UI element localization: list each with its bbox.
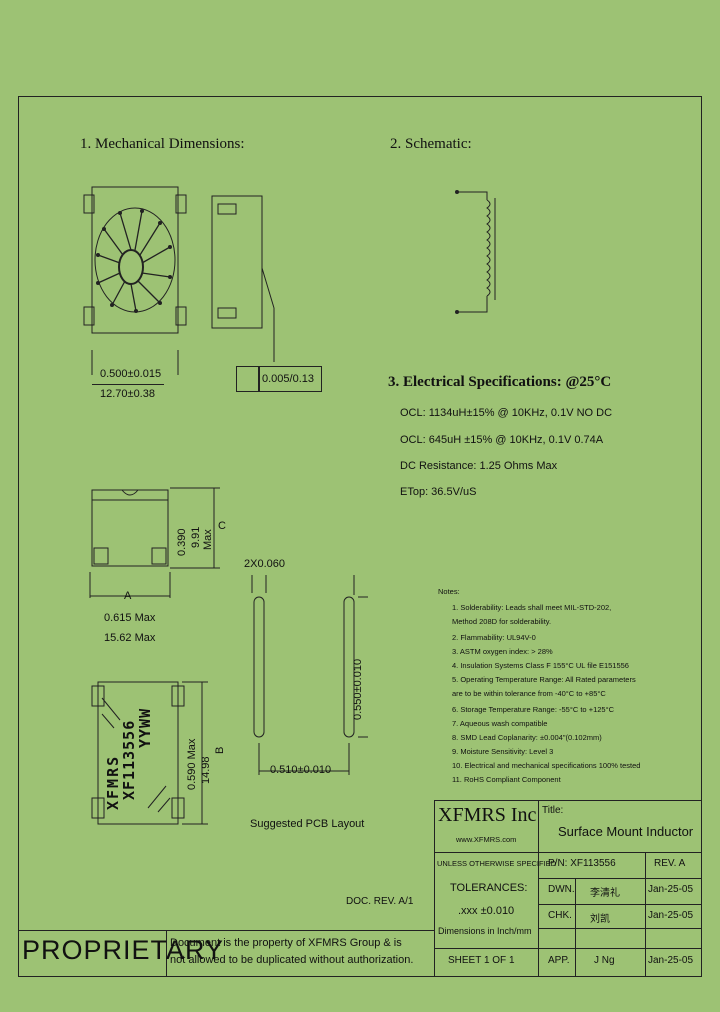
note-item: 9. Moisture Sensitivity: Level 3 — [452, 747, 554, 756]
top-height-mm: 14.98 — [200, 756, 212, 784]
proprietary-notice-line-2: not allowed to be duplicated without aut… — [170, 954, 414, 966]
pcb-pad-width: 2X0.060 — [244, 558, 285, 570]
tolerance-heading: UNLESS OTHERWISE SPECIFIED — [437, 859, 557, 868]
title-block-col-line — [575, 878, 576, 976]
note-item: 7. Aqueous wash compatible — [452, 719, 548, 728]
side-height-inch: 0.390 — [176, 528, 188, 556]
dimensions-units: Dimensions in Inch/mm — [438, 926, 532, 936]
frame-left-border — [18, 96, 19, 976]
pcb-pad-length: 0.550±0.010 — [352, 658, 364, 720]
side-height-mm: 9.91 — [190, 526, 202, 548]
spec-dc-resistance: DC Resistance: 1.25 Ohms Max — [400, 460, 558, 472]
drawn-date: Jan-25-05 — [648, 884, 694, 895]
marking-date-code: YYWW — [136, 707, 154, 748]
title-label: Title: — [542, 805, 564, 816]
pcb-layout-drawing — [251, 575, 368, 775]
top-height-letter: B — [214, 746, 226, 754]
drawing-title: Surface Mount Inductor — [558, 824, 694, 839]
width-inch-label: 0.500±0.015 — [100, 368, 162, 380]
proprietary-top-line — [18, 930, 434, 931]
tolerances-label: TOLERANCES: — [450, 882, 528, 894]
approved-by: J Ng — [594, 955, 615, 966]
note-item: Method 208D for solderability. — [452, 617, 552, 626]
notes-heading: Notes: — [438, 587, 460, 596]
top-height-inch: 0.590 Max — [186, 738, 198, 790]
checked-by-signature: 刘凯 — [590, 914, 610, 925]
tolerance-value: .xxx ±0.010 — [458, 905, 515, 917]
front-width-letter: A — [124, 590, 132, 602]
flatness-value-box — [258, 366, 322, 392]
title-block-col-line — [645, 852, 646, 976]
front-width-inch: 0.615 Max — [104, 612, 156, 624]
schematic-drawing — [455, 190, 496, 314]
sheet-number: SHEET 1 OF 1 — [448, 955, 515, 966]
flatness-value: 0.005/0.13 — [262, 373, 314, 385]
frame-bottom-border — [18, 976, 702, 977]
spec-etop: ETop: 36.5V/uS — [400, 486, 477, 498]
note-item: 8. SMD Lead Coplanarity: ±0.004"(0.102mm… — [452, 733, 602, 742]
title-block-row-line — [538, 878, 701, 879]
note-item: 2. Flammability: UL94V-0 — [452, 633, 536, 642]
note-item: 1. Solderability: Leads shall meet MIL-S… — [452, 603, 612, 612]
title-block-divider — [538, 800, 539, 976]
checked-label: CHK. — [548, 910, 572, 921]
width-dimension-line — [92, 384, 164, 385]
title-block-left — [434, 800, 435, 976]
mechanical-heading: 1. Mechanical Dimensions: — [80, 136, 245, 152]
side-height-letter: C — [218, 520, 226, 532]
spec-ocl-1: OCL: 1134uH±15% @ 10KHz, 0.1V NO DC — [400, 407, 613, 419]
pcb-layout-caption: Suggested PCB Layout — [250, 818, 365, 830]
note-item: 11. RoHS Compliant Component — [452, 775, 561, 784]
title-block-top — [434, 800, 701, 801]
proprietary-divider — [166, 930, 167, 976]
width-mm-label: 12.70±0.38 — [100, 388, 155, 400]
frame-top-border — [18, 96, 702, 97]
flatness-symbol-box — [236, 366, 260, 392]
checked-date: Jan-25-05 — [648, 910, 694, 921]
spec-ocl-2: OCL: 645uH ±15% @ 10KHz, 0.1V 0.74A — [400, 434, 604, 446]
note-item: 5. Operating Temperature Range: All Rate… — [452, 675, 636, 684]
front-view-drawing — [89, 487, 220, 598]
proprietary-notice-line-1: Document is the property of XFMRS Group … — [170, 937, 402, 949]
frame-right-border — [701, 96, 702, 976]
marking-view-drawing — [91, 681, 208, 825]
company-website[interactable]: www.XFMRS.com — [456, 835, 517, 844]
toroid-top-view-drawing — [83, 186, 187, 375]
title-block-row-line — [538, 928, 701, 929]
front-width-mm: 15.62 Max — [104, 632, 156, 644]
side-view-drawing — [211, 195, 275, 362]
title-block-row-line — [434, 948, 701, 949]
schematic-heading: 2. Schematic: — [390, 136, 472, 152]
company-name: XFMRS Inc — [438, 804, 537, 826]
drawn-by-signature: 李清礼 — [590, 888, 620, 899]
note-item: 3. ASTM oxygen index: > 28% — [452, 647, 553, 656]
electrical-heading: 3. Electrical Specifications: @25°C — [388, 374, 612, 390]
title-block-row-line — [434, 852, 701, 853]
approved-date: Jan-25-05 — [648, 955, 694, 966]
approved-label: APP. — [548, 955, 570, 966]
drawn-label: DWN. — [548, 884, 575, 895]
pcb-pad-gap: 0.510±0.010 — [270, 764, 332, 776]
note-item: are to be within tolerance from -40°C to… — [452, 689, 606, 698]
note-item: 4. Insulation Systems Class F 155°C UL f… — [452, 661, 629, 670]
doc-revision: DOC. REV. A/1 — [346, 896, 414, 907]
title-block-row-line — [538, 904, 701, 905]
side-height-max: Max — [202, 529, 214, 550]
part-number: P/N: XF113556 — [548, 858, 616, 869]
revision: REV. A — [654, 858, 686, 869]
note-item: 10. Electrical and mechanical specificat… — [452, 761, 641, 770]
proprietary-label: PROPRIETARY — [22, 935, 225, 965]
note-item: 6. Storage Temperature Range: -55°C to +… — [452, 705, 614, 714]
